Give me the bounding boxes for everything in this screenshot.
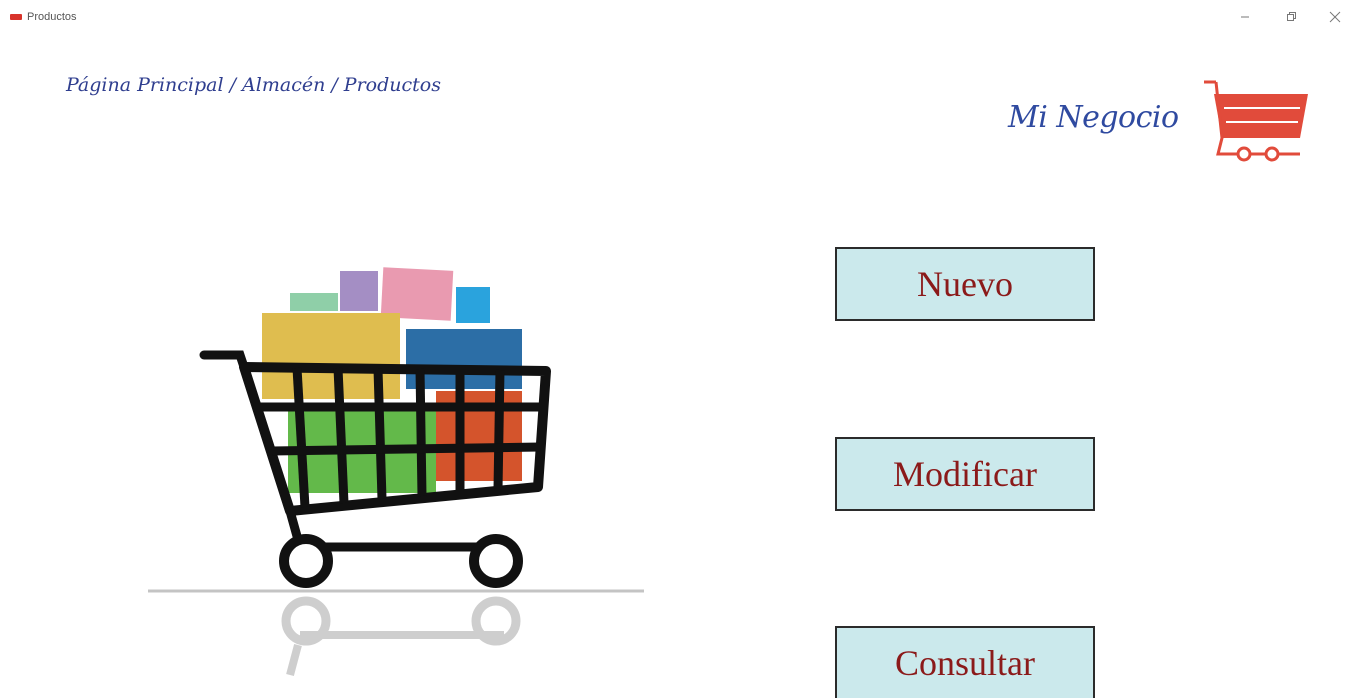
minimize-button[interactable] xyxy=(1230,6,1260,28)
app-red-icon xyxy=(10,14,22,20)
maximize-button[interactable] xyxy=(1276,6,1306,28)
shopping-cart-illustration xyxy=(148,267,644,677)
restore-icon xyxy=(1287,12,1296,21)
shopping-cart-icon xyxy=(1204,80,1308,162)
breadcrumb: Página Principal / Almacén / Productos xyxy=(66,74,441,96)
title-bar[interactable]: Productos xyxy=(0,0,1357,36)
close-button[interactable] xyxy=(1320,6,1350,28)
modify-button[interactable]: Modificar xyxy=(835,437,1095,511)
query-button[interactable]: Consultar xyxy=(835,626,1095,698)
window-title: Productos xyxy=(27,11,77,23)
brand-logo: Mi Negocio xyxy=(1000,76,1320,172)
close-icon xyxy=(1329,11,1341,23)
new-button[interactable]: Nuevo xyxy=(835,247,1095,321)
minimize-icon xyxy=(1241,16,1249,18)
logo-text: Mi Negocio xyxy=(1008,100,1179,135)
